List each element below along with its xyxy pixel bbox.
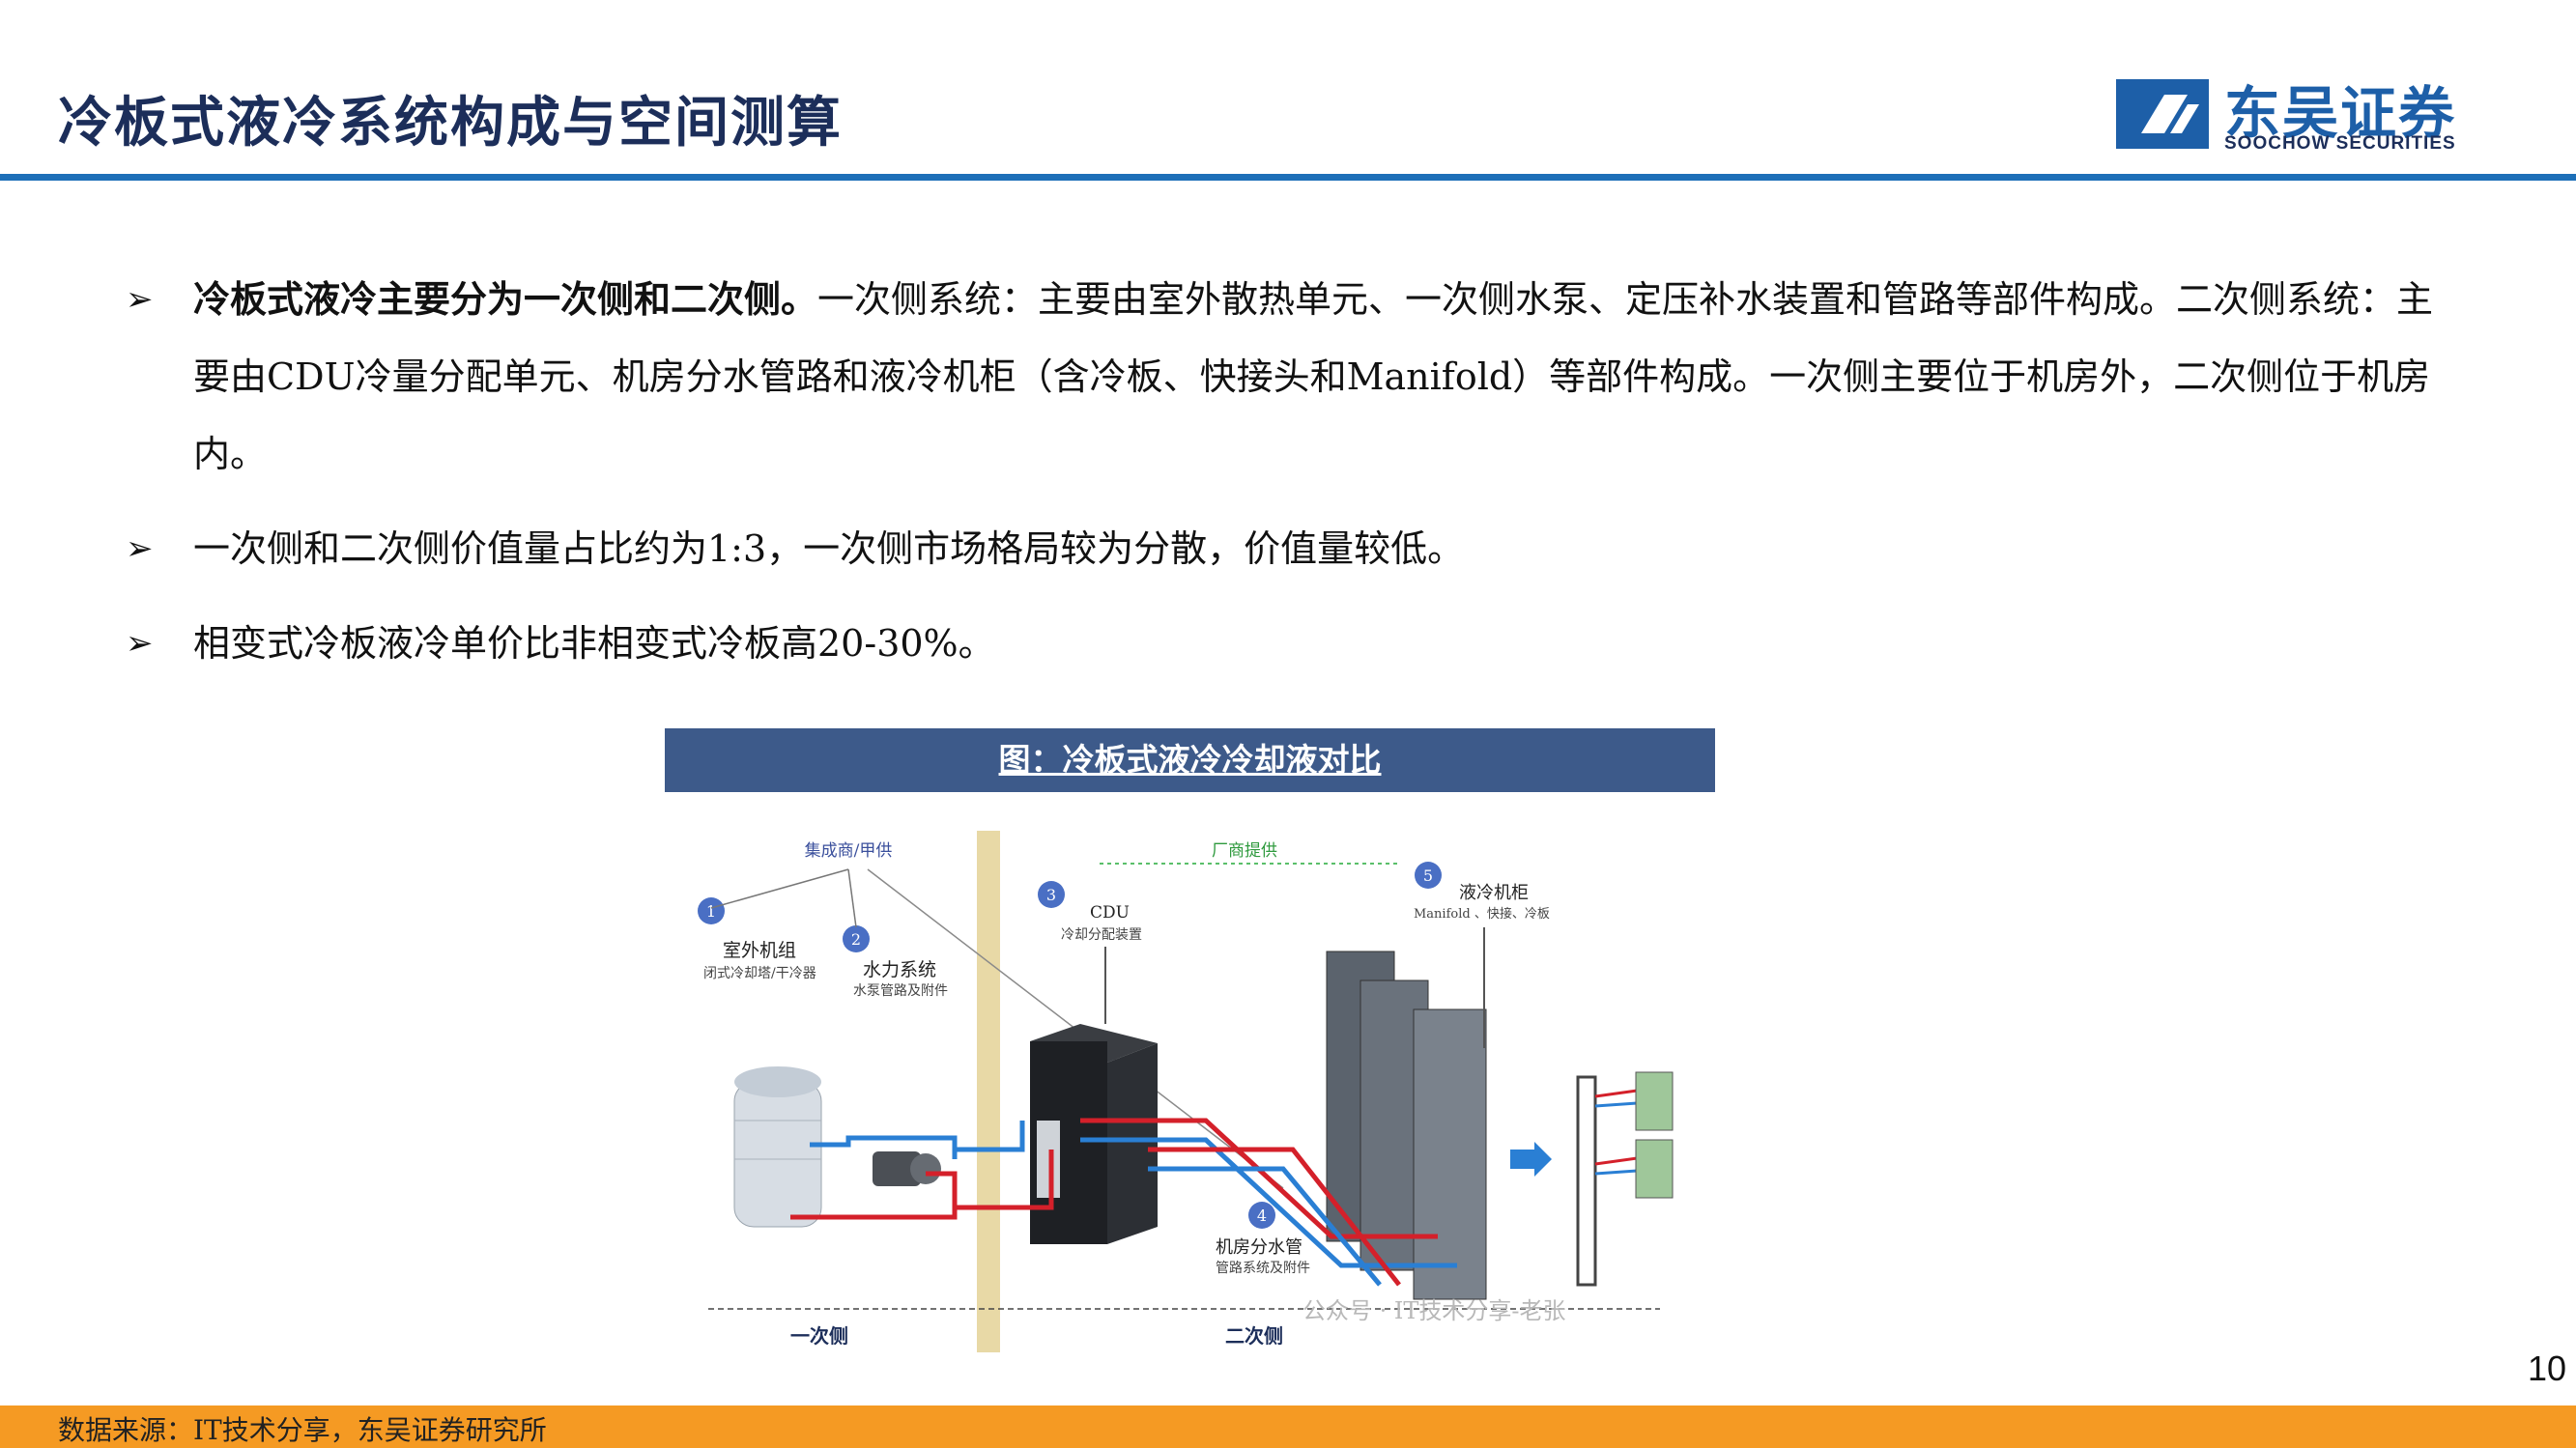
primary-side-label: 一次侧: [790, 1324, 848, 1348]
server-rack-icon: [1326, 951, 1487, 1300]
bullet-item: ➢ 冷板式液冷主要分为一次侧和二次侧。一次侧系统：主要由室外散热单元、一次侧水泵…: [126, 261, 2445, 493]
node-3-marker: [1038, 881, 1065, 908]
node-2-sub: 水泵管路及附件: [853, 983, 948, 999]
node-1-marker: [698, 897, 725, 924]
bullet-text: 相变式冷板液冷单价比非相变式冷板高20-30%。: [193, 622, 995, 665]
node-1-name: 室外机组: [723, 940, 796, 961]
bullet-text: 一次侧系统：主要由室外散热单元、一次侧水泵、定压补水装置和管路等部件构成。二次侧…: [193, 278, 2434, 475]
footer-bar: 数据来源：IT技术分享，东吴证券研究所: [0, 1405, 2576, 1448]
flow-arrow-icon: [1510, 1142, 1552, 1177]
logo-text-cn: 东吴证券: [2224, 80, 2457, 146]
cold-plate-icon: [1576, 1071, 1674, 1287]
label-integrator: 集成商/甲供: [805, 841, 893, 861]
arrow-bullet-icon: ➢: [126, 280, 154, 319]
secondary-side-label: 二次侧: [1225, 1324, 1283, 1348]
node-4-name: 机房分水管: [1216, 1237, 1302, 1258]
node-5-sub: Manifold 、快接、冷板: [1414, 906, 1550, 922]
node-5-number: 5: [1423, 866, 1433, 885]
node-1-sub: 闭式冷却塔/干冷器: [703, 966, 816, 981]
arrow-bullet-icon: ➢: [126, 529, 154, 568]
watermark: 公众号 · IT技术分享-老张: [1302, 1297, 1565, 1324]
pump-icon: [873, 1151, 941, 1186]
node-2-number: 2: [851, 930, 861, 949]
cooling-system-diagram: 集成商/甲供 厂商提供 1 室外机组 闭式冷却塔/干冷器 2 水力系统 水泵管路…: [665, 831, 1715, 1352]
node-2-name: 水力系统: [863, 959, 936, 980]
company-logo: 东吴证券 SOOCHOW SECURITIES: [2116, 73, 2456, 155]
figure-title: 图：冷板式液冷冷却液对比: [665, 728, 1715, 792]
node-1-number: 1: [706, 902, 716, 921]
label-vendor: 厂商提供: [1212, 841, 1277, 861]
node-3-name: CDU: [1090, 903, 1130, 923]
cooling-tower-icon: [733, 1066, 822, 1228]
cdu-cabinet-icon: [1030, 1024, 1158, 1244]
boundary-wall: [977, 831, 1000, 1352]
bullet-text: 一次侧和二次侧价值量占比约为1:3，一次侧市场格局较为分散，价值量较低。: [193, 527, 1465, 570]
page-title: 冷板式液冷系统构成与空间测算: [58, 91, 843, 155]
bullet-item: ➢ 一次侧和二次侧价值量占比约为1:3，一次侧市场格局较为分散，价值量较低。: [126, 510, 2445, 587]
node-4-number: 4: [1257, 1207, 1267, 1225]
node-3-number: 3: [1046, 886, 1056, 904]
arrow-bullet-icon: ➢: [126, 624, 154, 663]
source-note: 数据来源：IT技术分享，东吴证券研究所: [58, 1414, 547, 1446]
page-number: 10: [2528, 1349, 2567, 1388]
node-4-marker: [1248, 1202, 1275, 1229]
bullet-list: ➢ 冷板式液冷主要分为一次侧和二次侧。一次侧系统：主要由室外散热单元、一次侧水泵…: [126, 261, 2445, 699]
node-3-sub: 冷却分配装置: [1061, 927, 1142, 943]
node-4-sub: 管路系统及附件: [1216, 1261, 1310, 1276]
bullet-bold-text: 冷板式液冷主要分为一次侧和二次侧。: [193, 277, 818, 321]
node-2-marker: [843, 925, 870, 952]
header-divider: [0, 174, 2576, 181]
logo-text-en: SOOCHOW SECURITIES: [2224, 133, 2456, 154]
bullet-item: ➢ 相变式冷板液冷单价比非相变式冷板高20-30%。: [126, 605, 2445, 682]
logo-mark-icon: [2116, 79, 2209, 149]
node-5-name: 液冷机柜: [1459, 883, 1529, 903]
node-5-marker: [1415, 862, 1442, 889]
